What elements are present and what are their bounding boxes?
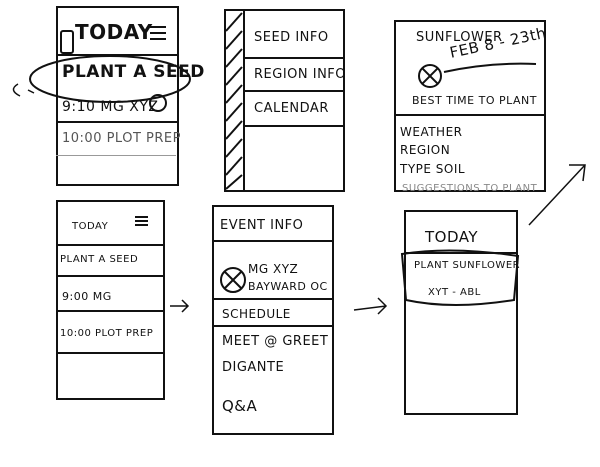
screen-today-3 — [404, 210, 518, 415]
highlight-item[interactable]: XYT - ABL — [428, 287, 481, 298]
page-title: TODAY — [72, 221, 109, 232]
schedule-item[interactable]: Q&A — [222, 397, 258, 415]
page-title: TODAY — [425, 228, 479, 246]
menu-item-region-info[interactable]: REGION INFO — [254, 67, 347, 82]
screen-sunflower — [394, 20, 546, 192]
hamburger-menu-icon[interactable] — [135, 216, 148, 227]
menu-item-calendar[interactable]: CALENDAR — [254, 101, 329, 116]
list-item[interactable]: PLANT A SEED — [62, 62, 205, 82]
best-time-caption: BEST TIME TO PLANT — [412, 94, 537, 107]
list-item[interactable]: 9:10 MG XYZ — [62, 99, 159, 115]
schedule-item[interactable]: DIGANTE — [222, 360, 285, 375]
close-circle-icon[interactable] — [220, 267, 246, 293]
schedule-item[interactable]: MEET @ GREET — [222, 334, 329, 349]
suggestions-footer[interactable]: SUGGESTIONS TO PLANT — [402, 183, 538, 194]
page-title: SUNFLOWER — [416, 30, 503, 45]
highlight-item[interactable]: PLANT SUNFLOWER — [414, 260, 521, 271]
list-item[interactable]: 9:00 MG — [62, 290, 112, 303]
list-item[interactable]: 10:00 PLOT PREP — [62, 131, 181, 146]
hamburger-menu-icon[interactable] — [150, 26, 166, 40]
page-title: EVENT INFO — [220, 218, 304, 233]
arrow-icon — [170, 299, 190, 313]
event-place: BAYWARD OC — [248, 280, 328, 293]
arrow-icon — [353, 297, 388, 315]
screen-today-2 — [56, 200, 165, 400]
screen-event-info — [212, 205, 334, 435]
list-item[interactable]: 10:00 PLOT PREP — [60, 328, 154, 339]
menu-item-seed-info[interactable]: SEED INFO — [254, 30, 329, 45]
event-name: MG XYZ — [248, 262, 299, 276]
page-title: TODAY — [75, 20, 153, 44]
detail-region[interactable]: REGION — [400, 143, 451, 157]
close-circle-icon[interactable] — [418, 64, 442, 88]
underline-stroke — [443, 62, 537, 73]
highlight-oval — [400, 249, 520, 306]
detail-weather[interactable]: WEATHER — [400, 125, 463, 139]
schedule-item[interactable]: SCHEDULE — [222, 307, 291, 321]
detail-type-soil[interactable]: TYPE SOIL — [400, 162, 466, 176]
info-circle-icon[interactable] — [149, 94, 167, 112]
arrow-icon — [528, 164, 586, 226]
hatched-sidebar — [225, 12, 243, 190]
list-item[interactable]: PLANT A SEED — [60, 254, 139, 265]
checkbox-icon[interactable] — [60, 30, 74, 54]
